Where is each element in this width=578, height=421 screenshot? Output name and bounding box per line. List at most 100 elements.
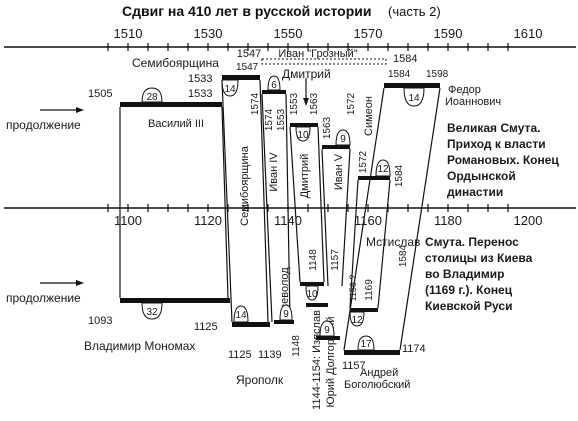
simeon-dur-bubble	[375, 159, 391, 177]
vsevolod-end: 1148	[291, 335, 302, 357]
simeon-bar	[358, 176, 390, 180]
vasily-link-right	[221, 106, 229, 299]
semib-name: Семибоярщина	[239, 145, 251, 226]
title-part: (часть 2)	[388, 4, 441, 19]
ivan5-dur: 9	[340, 134, 346, 145]
mstislav-c: 1156 ?	[348, 275, 358, 302]
bottom-tick-1100: 1100	[114, 213, 142, 228]
izyaslav-dur: 9	[324, 325, 330, 336]
continuation-arrow-bottom-head	[76, 280, 84, 286]
ivan-grozny-bar	[261, 58, 387, 65]
vladimir-start: 1093	[88, 315, 112, 327]
semib-link-left	[221, 79, 233, 323]
vladimir-dur: 32	[146, 307, 158, 318]
continuation-label-top: продолжение	[6, 118, 81, 132]
mstislav-label: Мстислав	[366, 235, 420, 249]
top-tick-1510: 1510	[114, 26, 143, 41]
yuri-bar	[300, 282, 324, 286]
top-tick-1550: 1550	[274, 26, 303, 41]
fedor-link-left	[343, 87, 385, 351]
bottom-tick-1200: 1200	[514, 213, 543, 228]
top-note-line-3: Романовых. Конец	[447, 153, 559, 167]
andrey-name-2: Боголюбский	[344, 379, 410, 391]
simeon-a: 1572	[346, 92, 357, 115]
ivan-grozny-end: 1584	[393, 53, 417, 65]
yaropolk-dur-bubble	[233, 305, 249, 323]
mstislav-b: 1169	[364, 279, 375, 301]
mstislav-dur-bubble	[349, 311, 365, 327]
fedor-label-1: Федор	[448, 84, 481, 96]
yaropolk-bar	[232, 322, 270, 327]
fedor-start: 1584	[388, 69, 411, 80]
ivan5-link-right	[341, 148, 351, 287]
semib-bar	[222, 75, 260, 80]
top-note-line-4: Ордынской	[447, 169, 516, 183]
semiboyarshchina-label: Семибоярщина	[132, 56, 219, 70]
ivan-grozny-label: Иван "Грозный"	[278, 48, 357, 60]
yaropolk-end: 1139	[258, 349, 282, 361]
bottom-note: Смута. Перенос столицы из Киева во Влади…	[425, 235, 533, 313]
dmitry-a: 1553	[289, 92, 300, 115]
dmitry-dur: 10	[297, 130, 309, 141]
yuri-a: 1148	[308, 249, 319, 271]
dmitry-link-right	[317, 126, 325, 283]
dmitry-b: 1563	[309, 92, 320, 115]
bottom-tick-1140: 1140	[274, 213, 302, 228]
dmitry-top-label: Дмитрий	[282, 67, 331, 81]
semib-dur: 14	[224, 84, 236, 95]
top-tick-1570: 1570	[354, 26, 383, 41]
simeon-dur: 12	[377, 164, 389, 175]
andrey-bar	[344, 350, 400, 355]
dmitry-link-left	[289, 126, 301, 283]
bottom-axis-ticks	[107, 204, 509, 212]
top-tick-1590: 1590	[434, 26, 463, 41]
mstislav-bar	[350, 308, 378, 312]
vasily-bar	[120, 102, 222, 107]
bottom-tick-1160: 1160	[354, 213, 382, 228]
yaropolk-dur: 14	[235, 310, 247, 321]
continuation-arrow-top-head	[76, 107, 84, 113]
ivan4-a: 1574	[264, 108, 275, 131]
izyaslav-b: 1157	[330, 249, 341, 271]
andrey-dur: 17	[360, 339, 372, 350]
ivan5-name: Иван V	[333, 153, 345, 190]
andrey-end: 1174	[402, 343, 426, 355]
vsevolod-name: Всеволод	[279, 267, 291, 317]
continuation-label-bottom: продолжение	[6, 291, 81, 305]
ivan5-dur-bubble	[335, 129, 351, 146]
vsevolod-dur-bubble	[279, 304, 293, 321]
ivan4-bar	[262, 90, 286, 94]
dmitry-arrow-head	[303, 98, 309, 106]
fedor-bar	[384, 83, 440, 88]
top-tick-1610: 1610	[514, 26, 543, 41]
bottom-note-line-4: (1169 г.). Конец	[425, 283, 513, 297]
simeon-name: Симеон	[363, 96, 375, 136]
simeon-b: 1584	[394, 164, 405, 187]
yaropolk-start: 1125	[228, 349, 252, 361]
bottom-note-line-2: столицы из Киева	[425, 251, 533, 265]
vladimir-end: 1125	[194, 321, 218, 333]
mstislav-dur: 12	[351, 315, 363, 326]
top-note-line-1: Великая Смута.	[447, 121, 540, 135]
semib-link-right	[259, 79, 269, 323]
fedor-end: 1598	[426, 69, 449, 80]
ivan4-dur-bubble	[267, 75, 281, 91]
bottom-tick-1120: 1120	[194, 213, 222, 228]
dmitry-dur-bubble	[295, 126, 311, 142]
ivan4-name: Иван IV	[268, 152, 280, 192]
bottom-tick-1180: 1180	[434, 213, 462, 228]
izyaslav-dur-bubble	[319, 320, 335, 337]
ivan5-link-left	[321, 148, 329, 287]
fedor-dur-bubble	[403, 87, 425, 107]
fedor-link-right	[399, 87, 441, 351]
vladimir-dur-bubble	[141, 302, 163, 320]
semib-end: 1547	[236, 62, 259, 73]
vasily-dur: 28	[146, 92, 158, 103]
ivan-grozny-start: 1547	[237, 48, 261, 60]
vasily-name: Василий III	[148, 118, 204, 130]
simeon-link-right	[377, 179, 391, 309]
top-note-line-5: династии	[447, 185, 503, 199]
top-axis-ticks	[107, 43, 509, 51]
ivan4-dur: 6	[271, 80, 277, 91]
fedor-dur: 14	[408, 93, 420, 104]
